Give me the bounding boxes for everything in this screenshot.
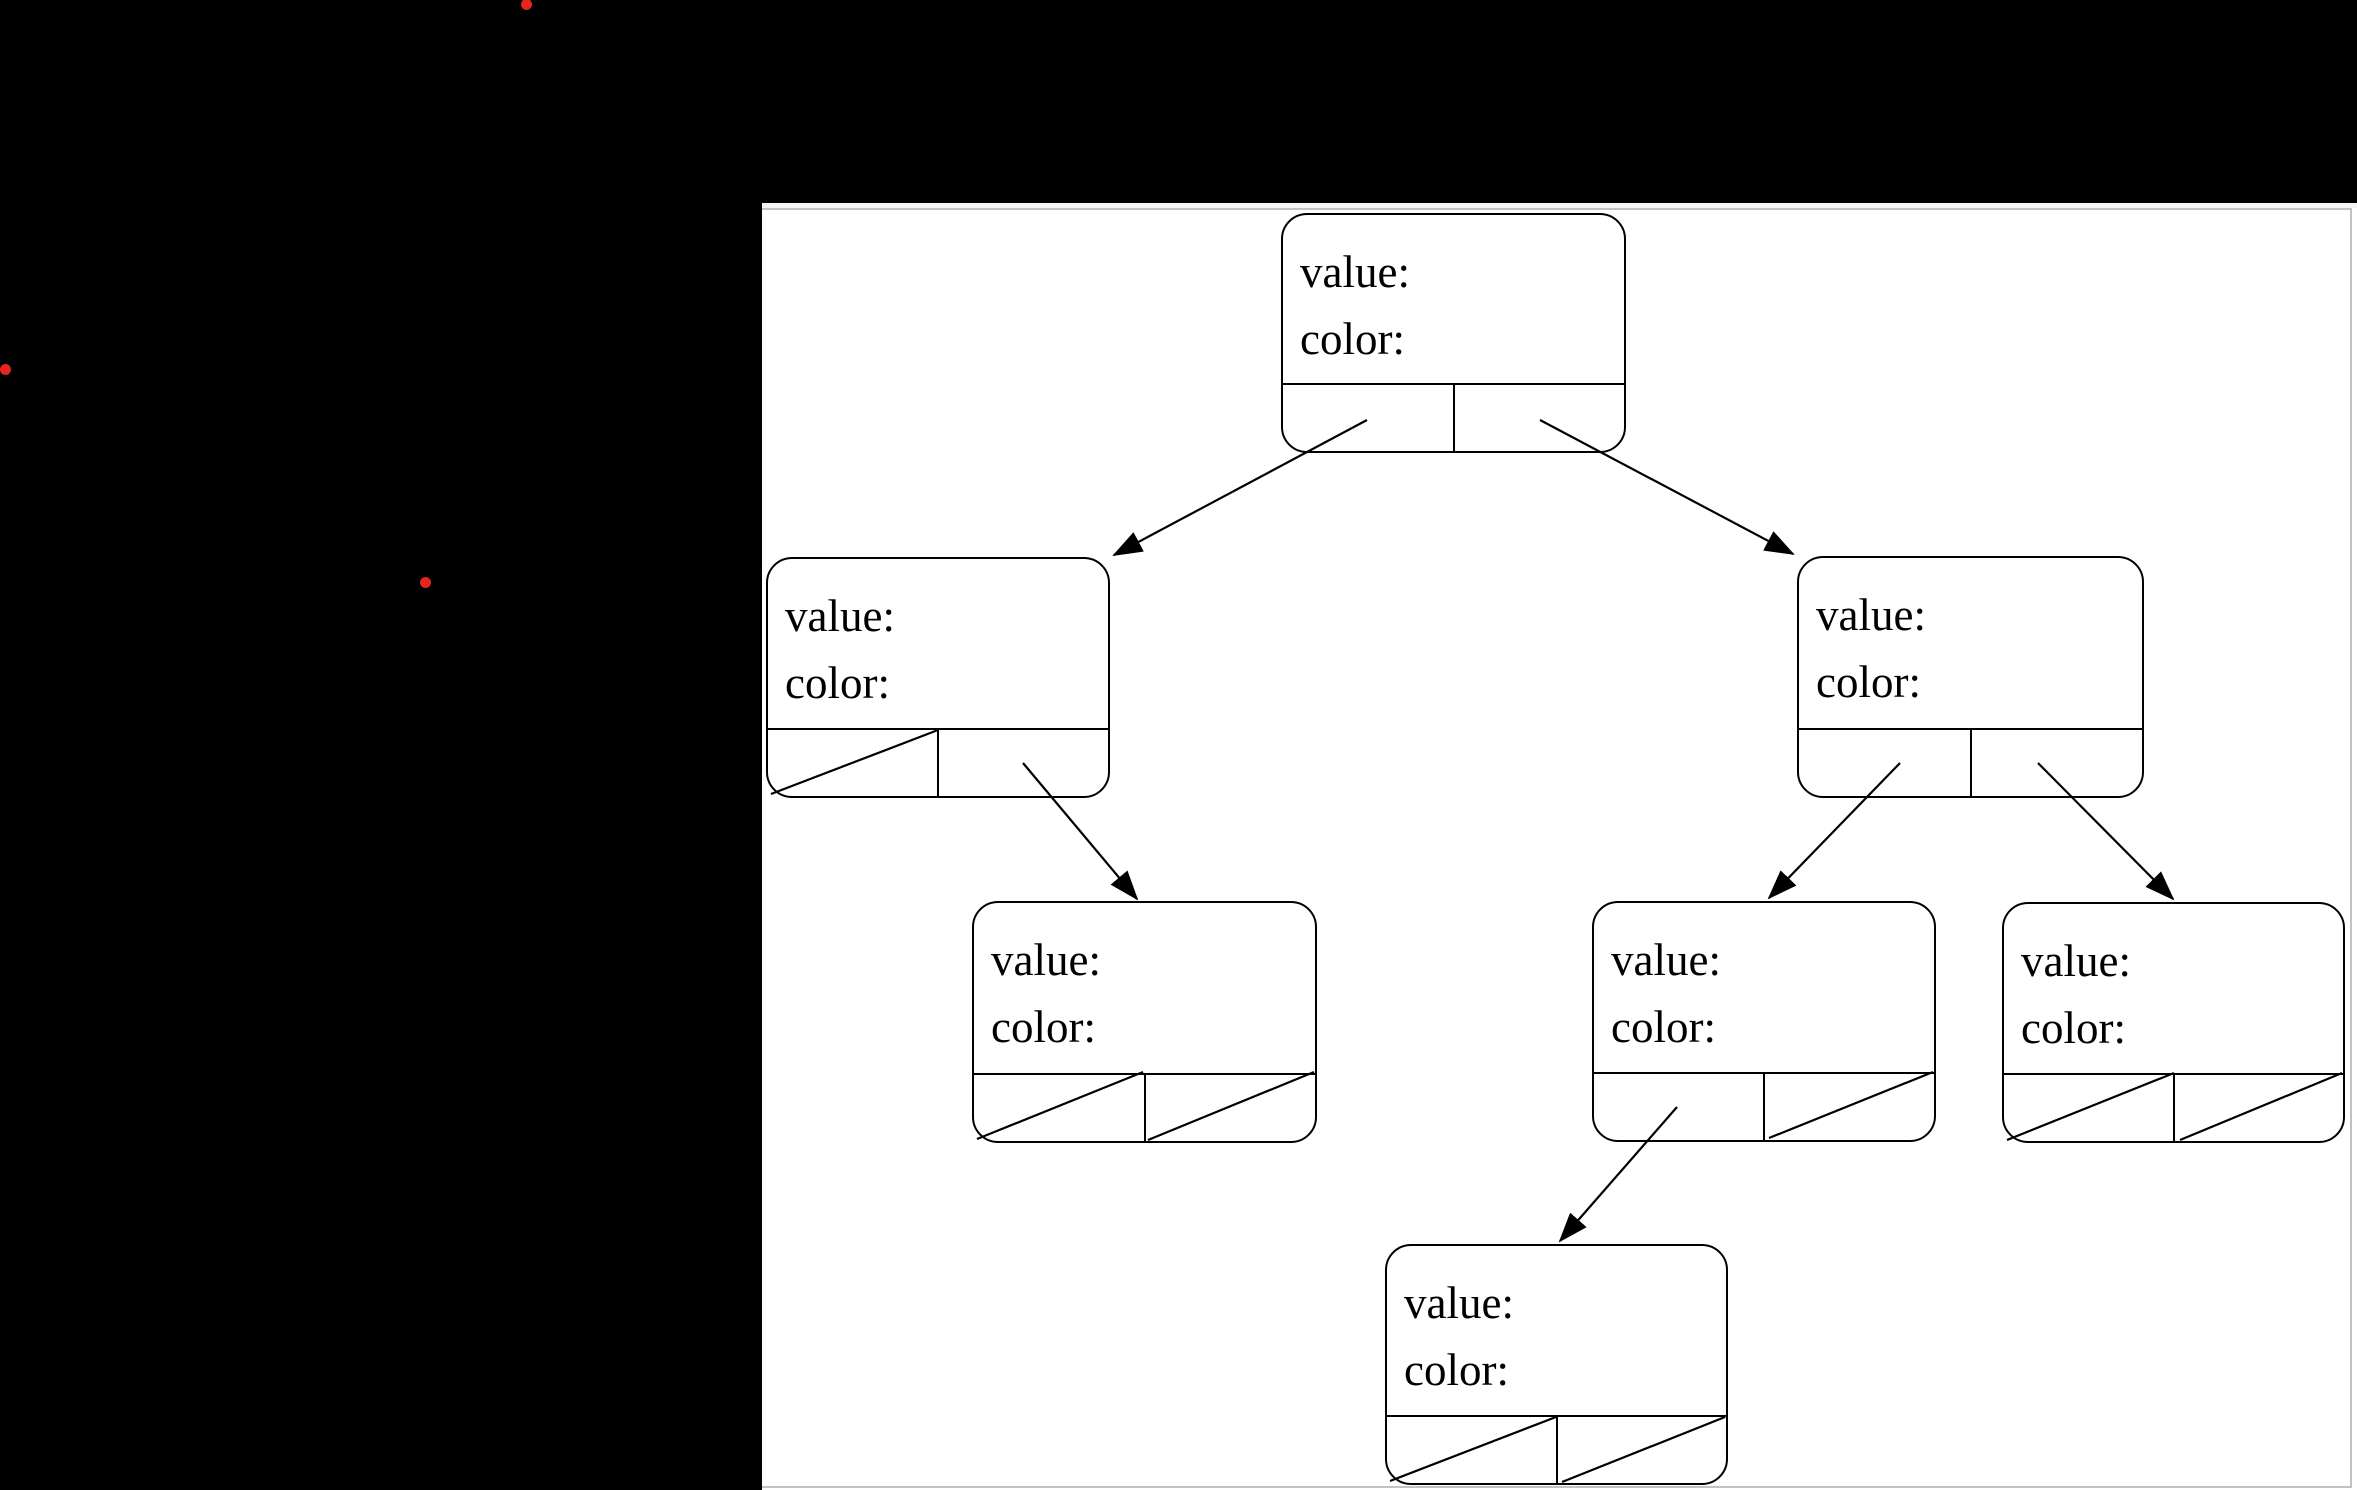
node-value-label: value: — [785, 591, 895, 641]
right-pointer-cell — [1765, 1074, 1934, 1140]
right-pointer-cell — [1558, 1417, 1727, 1483]
red-dot-marker — [521, 0, 532, 10]
right-pointer-cell — [1146, 1075, 1316, 1141]
node-color-label: color: — [2021, 1003, 2126, 1053]
left-pointer-cell — [768, 730, 939, 796]
node-labels: value: color: — [1404, 1270, 1716, 1404]
right-pointer-cell — [1972, 730, 2143, 796]
page-bottom-edge — [762, 1486, 2352, 1488]
node-value-label: value: — [1404, 1278, 1514, 1328]
pointer-cells — [768, 728, 1108, 796]
pointer-cells — [1283, 383, 1624, 451]
node-color-label: color: — [1816, 657, 1921, 707]
node-color-label: color: — [785, 658, 890, 708]
node-labels: value: color: — [2021, 928, 2333, 1062]
pointer-cells — [2004, 1073, 2343, 1141]
tree-node-right-right: value: color: — [2002, 902, 2345, 1143]
node-color-label: color: — [991, 1002, 1096, 1052]
left-pointer-cell — [1594, 1074, 1765, 1140]
left-pointer-cell — [1387, 1417, 1558, 1483]
right-pointer-cell — [939, 730, 1108, 796]
tree-node-left-right: value: color: — [972, 901, 1317, 1143]
right-pointer-cell — [2175, 1075, 2344, 1141]
page-right-edge — [2350, 208, 2352, 1487]
red-dot-marker — [420, 577, 431, 588]
right-pointer-cell — [1455, 385, 1625, 451]
node-color-label: color: — [1300, 314, 1405, 364]
node-value-label: value: — [991, 935, 1101, 985]
red-dot-marker — [0, 364, 11, 375]
node-color-label: color: — [1611, 1002, 1716, 1052]
pointer-cells — [1799, 728, 2142, 796]
node-labels: value: color: — [1300, 239, 1614, 373]
left-pointer-cell — [1799, 730, 1972, 796]
pointer-cells — [1594, 1072, 1934, 1140]
pointer-cells — [1387, 1415, 1726, 1483]
node-labels: value: color: — [785, 583, 1098, 717]
node-value-label: value: — [1300, 247, 1410, 297]
page-top-edge — [762, 208, 2352, 210]
left-pointer-cell — [974, 1075, 1146, 1141]
node-value-label: value: — [1611, 935, 1721, 985]
left-pointer-cell — [2004, 1075, 2175, 1141]
tree-node-left: value: color: — [766, 557, 1110, 798]
tree-node-root: value: color: — [1281, 213, 1626, 453]
node-labels: value: color: — [991, 927, 1305, 1061]
node-labels: value: color: — [1816, 582, 2132, 716]
node-color-label: color: — [1404, 1345, 1509, 1395]
pointer-cells — [974, 1073, 1315, 1141]
tree-node-right: value: color: — [1797, 556, 2144, 798]
node-value-label: value: — [1816, 590, 1926, 640]
canvas-page: value: color: value: color: value: color… — [762, 203, 2357, 1490]
node-labels: value: color: — [1611, 927, 1924, 1061]
left-pointer-cell — [1283, 385, 1455, 451]
tree-node-right-left-left: value: color: — [1385, 1244, 1728, 1485]
tree-node-right-left: value: color: — [1592, 901, 1936, 1142]
node-value-label: value: — [2021, 936, 2131, 986]
page-top-strip — [762, 203, 2357, 208]
